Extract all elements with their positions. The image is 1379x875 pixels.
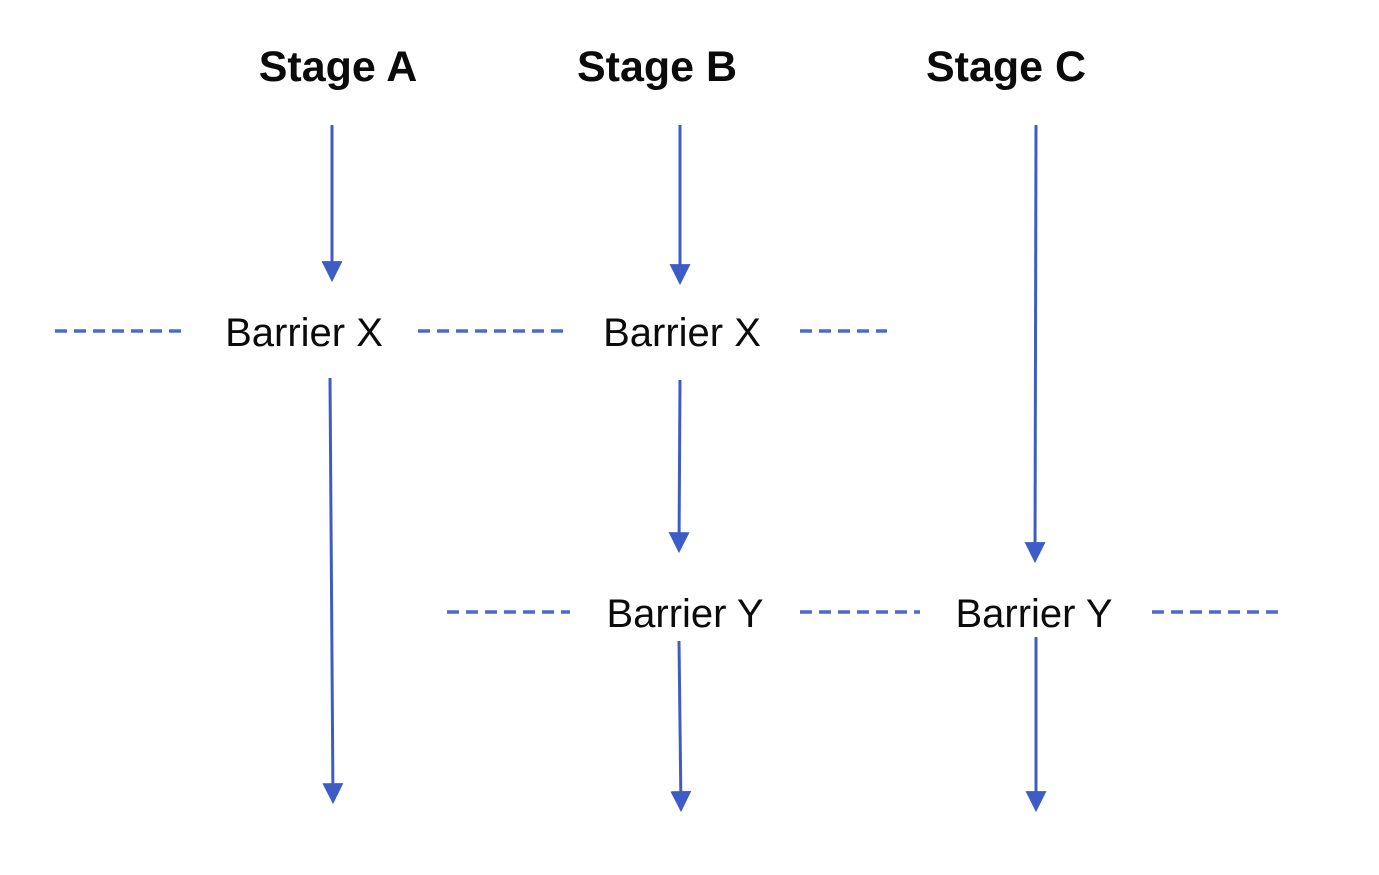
barrier-x-label-stage-b: Barrier X <box>603 311 761 355</box>
stage-b-label: Stage B <box>577 43 737 91</box>
stage-b-arrow-to-bottom <box>670 640 692 813</box>
barrier-y-label-stage-b: Barrier Y <box>606 592 763 636</box>
barrier-x-label-stage-a: Barrier X <box>225 311 383 355</box>
stage-b-arrow-to-barrier-y <box>668 379 690 554</box>
stage-a-arrow-to-bottom <box>322 377 344 805</box>
stage-a-label: Stage A <box>259 43 418 91</box>
stage-c-arrow-to-barrier-y <box>1024 124 1046 564</box>
stage-c-label: Stage C <box>926 43 1086 91</box>
barrier-y-label-stage-c: Barrier Y <box>955 592 1112 636</box>
